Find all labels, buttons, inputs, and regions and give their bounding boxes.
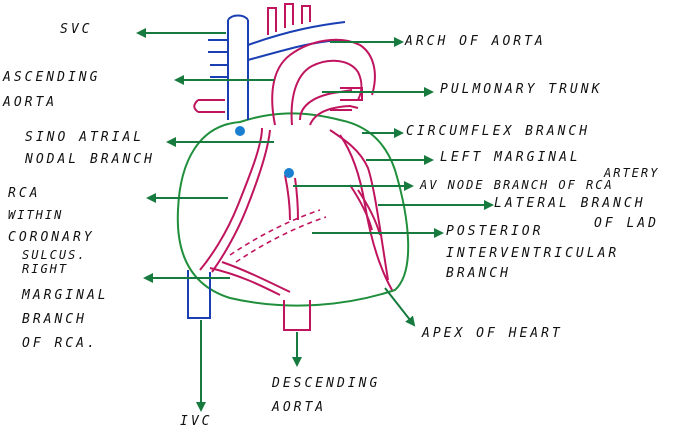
pulmonary-trunk — [299, 89, 359, 126]
label-posterior-line1: POSTERIOR — [446, 224, 544, 239]
label-av-node-branch: AV NODE BRANCH OF RCA — [420, 178, 614, 192]
label-descending-aorta-line2: AORTA — [272, 400, 327, 415]
left-marginal-artery — [339, 134, 393, 291]
ascending-aorta-inner — [290, 59, 363, 126]
label-arch-of-aorta: ARCH OF AORTA — [405, 34, 546, 49]
pulmonary-veins-left — [330, 87, 363, 111]
label-lateral-branch-line2: OF LAD — [594, 216, 659, 231]
label-rca-line3: CORONARY — [8, 230, 95, 245]
label-rca-line1: RCA — [8, 186, 41, 201]
label-ascending-aorta-line2: AORTA — [3, 95, 58, 110]
label-pulmonary-trunk: PULMONARY TRUNK — [440, 82, 603, 97]
lateral-branch-lad — [349, 184, 381, 236]
label-apex-of-heart: APEX OF HEART — [422, 326, 563, 341]
ascending-aorta — [271, 38, 376, 126]
label-ivc: IVC — [180, 414, 213, 429]
label-rca-line4: SULCUS. — [22, 248, 87, 262]
label-posterior-line2: INTERVENTRICULAR — [446, 246, 620, 261]
av-node-branch — [284, 174, 299, 221]
svc-vessel — [227, 20, 249, 120]
posterior-interventricular-branch — [229, 209, 327, 263]
descending-aorta — [283, 300, 311, 331]
label-circumflex-branch: CIRCUMFLEX BRANCH — [406, 124, 591, 139]
label-posterior-line3: BRANCH — [446, 266, 511, 281]
label-right-marginal-line4: OF RCA. — [22, 336, 98, 351]
label-sino-atrial-line1: SINO ATRIAL — [25, 130, 145, 145]
aortic-branches — [267, 3, 311, 35]
label-sino-atrial-line2: NODAL BRANCH — [25, 152, 155, 167]
arrow-apex — [384, 287, 416, 327]
label-ascending-aorta-line1: ASCENDING — [3, 70, 101, 85]
label-right-marginal-line1: RIGHT — [22, 262, 69, 276]
svc-side-vessels — [208, 39, 228, 78]
circumflex-branch — [329, 129, 389, 281]
label-right-marginal-line2: MARGINAL — [22, 288, 109, 303]
rca-path — [199, 127, 263, 271]
label-left-marginal-line2: ARTERY — [604, 166, 660, 180]
pulmonary-branch-right — [193, 99, 225, 113]
ivc-vessel — [187, 270, 211, 319]
svc-cap — [227, 14, 249, 21]
label-left-marginal-line1: LEFT MARGINAL — [440, 150, 581, 165]
sa-node-dot — [235, 126, 245, 136]
label-right-marginal-line3: BRANCH — [22, 312, 87, 327]
heart-outline — [176, 112, 410, 307]
label-rca-line2: WITHIN — [8, 208, 64, 222]
rca-path-inner — [211, 129, 271, 273]
right-marginal-branch — [209, 261, 291, 296]
av-node-dot — [284, 168, 294, 178]
label-descending-aorta-line1: DESCENDING — [272, 376, 381, 391]
label-lateral-branch-line1: LATERAL BRANCH — [494, 196, 646, 211]
label-svc: SVC — [60, 22, 93, 37]
